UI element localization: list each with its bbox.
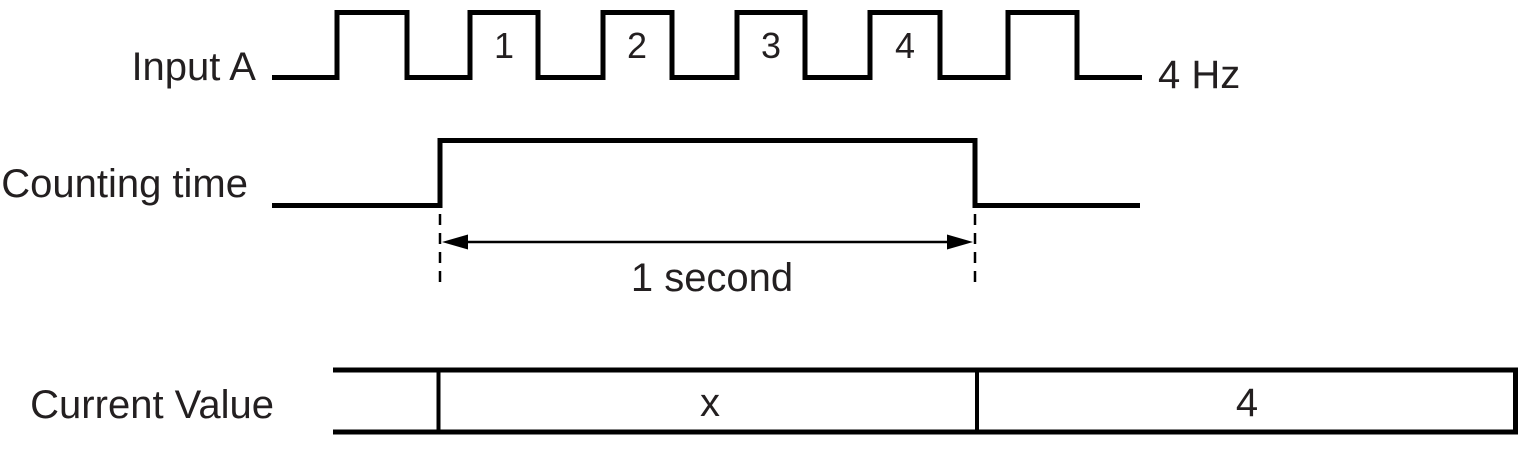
pulse-count-label-3: 3	[761, 25, 781, 66]
input-a-label: Input A	[131, 45, 256, 89]
value-during-counting: x	[700, 381, 720, 425]
duration-arrow-left-head	[442, 234, 468, 250]
pulse-count-label-1: 1	[494, 25, 514, 66]
current-value-label: Current Value	[30, 383, 274, 427]
duration-label: 1 second	[631, 256, 793, 300]
counting-time-label: Counting time	[1, 162, 248, 206]
value-after-counting: 4	[1236, 381, 1258, 425]
frequency-label: 4 Hz	[1158, 53, 1240, 97]
pulse-count-label-4: 4	[895, 25, 915, 66]
pulse-count-label-2: 2	[627, 25, 647, 66]
duration-arrow-right-head	[947, 234, 973, 250]
counting-time-waveform	[272, 138, 1140, 208]
input-a-waveform	[272, 10, 1142, 80]
